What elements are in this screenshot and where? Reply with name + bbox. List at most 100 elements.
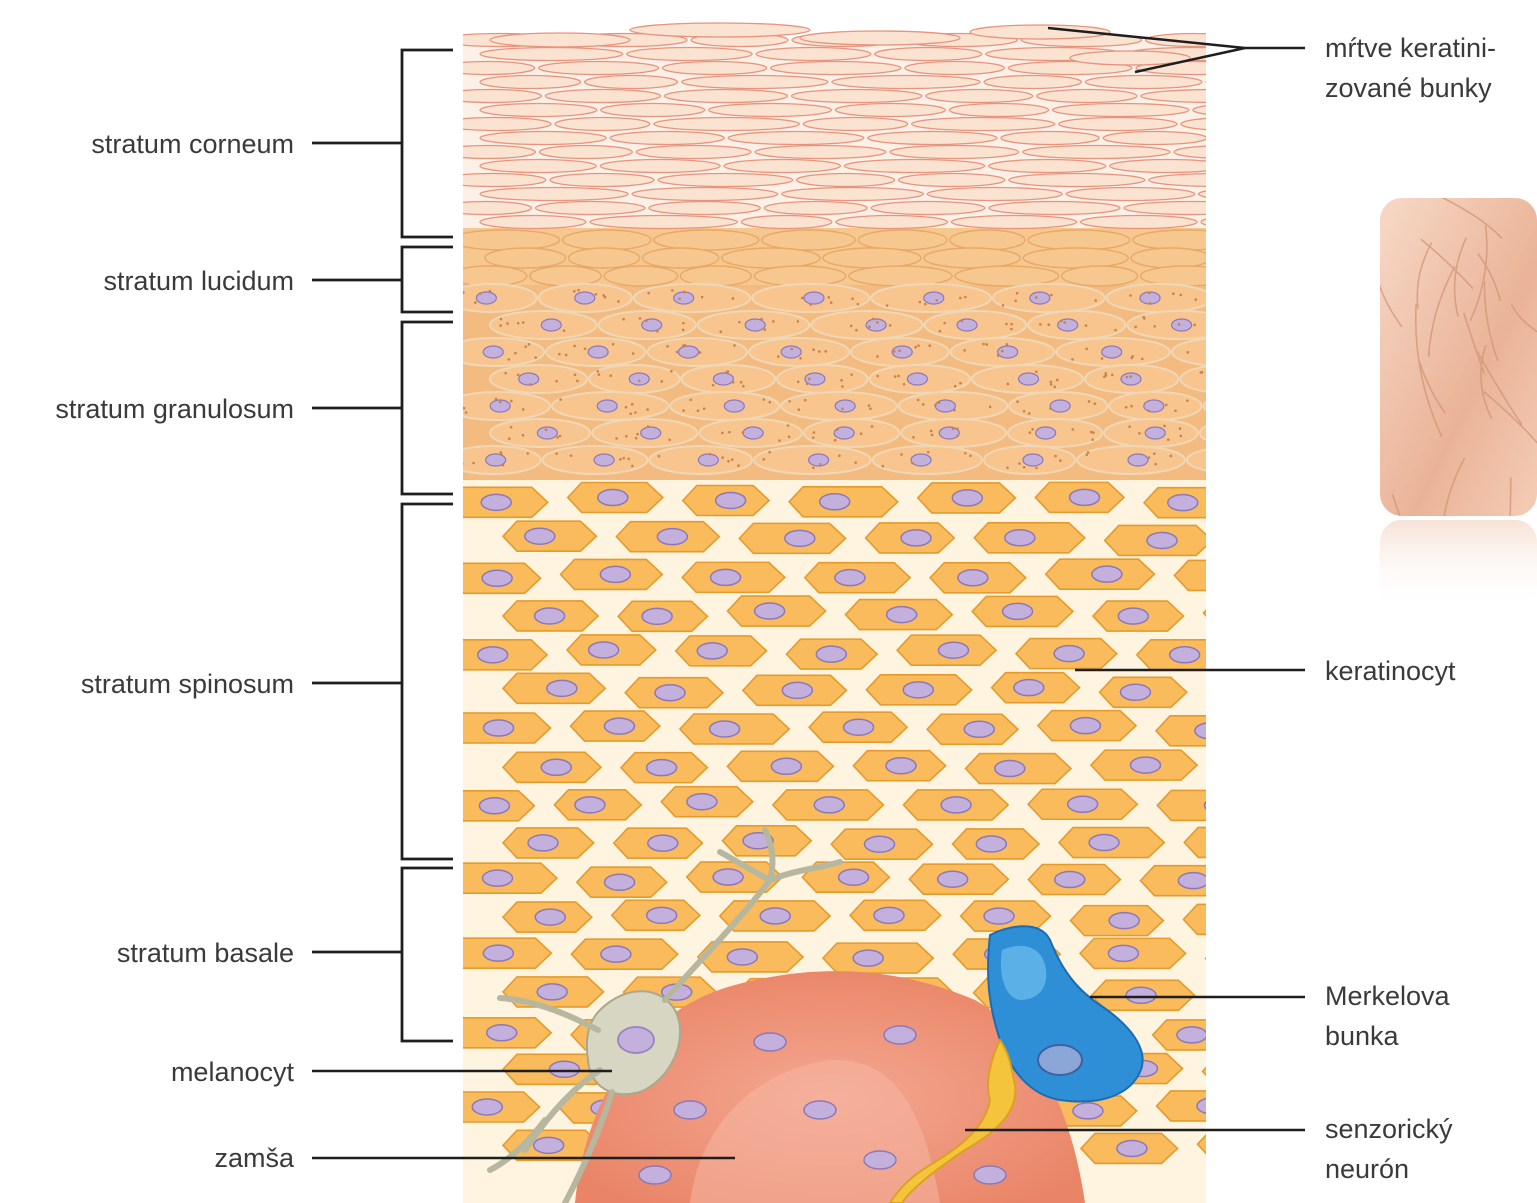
granulosum-nucleus [724,400,744,412]
keratohyalin-granule [812,348,815,351]
keratohyalin-granule [1247,352,1250,355]
keratohyalin-granule [727,370,730,373]
keratinocyte-nucleus [1005,530,1035,546]
keratohyalin-granule [869,407,872,410]
keratohyalin-granule [472,462,475,465]
granulosum-cell [1187,446,1303,474]
keratohyalin-granule [479,292,482,295]
keratohyalin-granule [676,351,679,354]
keratohyalin-granule [474,301,477,304]
corneum-cell [539,62,659,75]
keratohyalin-granule [463,407,466,410]
keratohyalin-granule [953,409,956,412]
keratinocyte-nucleus [1211,834,1241,850]
keratohyalin-granule [824,350,827,353]
corneum-cell [989,202,1120,215]
corneum-cell [535,202,644,215]
keratohyalin-granule [1279,401,1282,404]
keratinocyte-nucleus [1177,1027,1207,1043]
granulosum-nucleus [1050,400,1070,412]
left-labels: stratum corneum stratum lucidum stratum … [55,129,295,1173]
keratohyalin-granule [508,437,511,440]
keratohyalin-granule [850,325,853,328]
keratohyalin-granule [526,452,529,455]
keratohyalin-granule [1243,406,1246,409]
lucidum-cell [1023,248,1128,268]
keratohyalin-granule [900,453,903,456]
keratohyalin-granule [1220,464,1223,467]
keratohyalin-granule [1085,453,1088,456]
granulosum-nucleus [911,454,931,466]
granulosum-nucleus [629,373,649,385]
keratohyalin-granule [1128,425,1131,428]
keratohyalin-granule [1290,452,1293,455]
keratohyalin-granule [573,290,576,293]
keratohyalin-granule [697,409,700,412]
keratohyalin-granule [1047,323,1050,326]
keratohyalin-granule [819,463,822,466]
corneum-cell [1149,174,1291,187]
keratohyalin-granule [507,358,510,361]
keratohyalin-granule [1235,296,1238,299]
keratinocyte [1157,790,1266,820]
keratohyalin-granule [629,412,632,415]
lucidum-cell [1062,266,1138,286]
keratohyalin-granule [1054,455,1057,458]
keratohyalin-granule [645,319,648,322]
corneum-cell [984,76,1081,89]
granulosum-cell [1200,419,1301,447]
keratohyalin-granule [545,428,548,431]
keratohyalin-granule [927,451,930,454]
granulosum-nucleus [1144,400,1164,412]
keratohyalin-granule [712,384,715,387]
skin-surface-photo-icon [1374,196,1537,613]
dead-keratinized-cell [800,31,960,45]
keratohyalin-granule [458,295,461,298]
keratohyalin-granule [1163,425,1166,428]
granulosum-nucleus [1240,454,1260,466]
label-merkel-line2: bunka [1325,1021,1400,1051]
keratohyalin-granule [809,303,812,306]
keratohyalin-granule [632,352,635,355]
keratohyalin-granule [720,330,723,333]
keratohyalin-granule [1060,320,1063,323]
keratohyalin-granule [731,458,734,461]
keratinocyte-nucleus [814,797,844,813]
lucidum-cell [858,230,947,250]
keratohyalin-granule [1050,381,1053,384]
corneum-cell [480,48,623,61]
corneum-cell [836,104,946,117]
keratohyalin-granule [1153,325,1156,328]
dermis-nucleus [864,1151,896,1169]
keratinocyte-nucleus [575,797,605,813]
keratohyalin-granule [1114,329,1117,332]
keratinocyte-nucleus [839,869,869,885]
keratohyalin-granule [625,435,628,438]
keratohyalin-granule [1285,296,1288,299]
keratohyalin-granule [1174,409,1177,412]
keratohyalin-granule [570,454,573,457]
keratohyalin-granule [1126,376,1129,379]
keratohyalin-granule [728,431,731,434]
keratohyalin-granule [1016,400,1019,403]
keratohyalin-granule [1186,351,1189,354]
keratinocyte-nucleus [479,798,509,814]
keratinocyte-nucleus [1126,987,1156,1003]
keratinocyte-nucleus [1118,608,1148,624]
bracket-granulosum [312,322,453,494]
keratinocyte-nucleus [1108,945,1138,961]
keratohyalin-granule [1230,348,1233,351]
keratohyalin-granule [1010,328,1013,331]
keratohyalin-granule [514,352,517,355]
keratohyalin-granule [943,322,946,325]
keratinocyte [1183,904,1294,934]
corneum-cell [1023,146,1170,159]
keratinocyte-nucleus [760,908,790,924]
corneum-cell [927,188,1062,201]
dead-keratinized-cell [490,33,630,47]
keratinocyte-nucleus [976,836,1006,852]
keratohyalin-granule [1087,451,1090,454]
keratohyalin-granule [1049,407,1052,410]
granulosum-nucleus [1030,292,1050,304]
keratohyalin-granule [577,289,580,292]
